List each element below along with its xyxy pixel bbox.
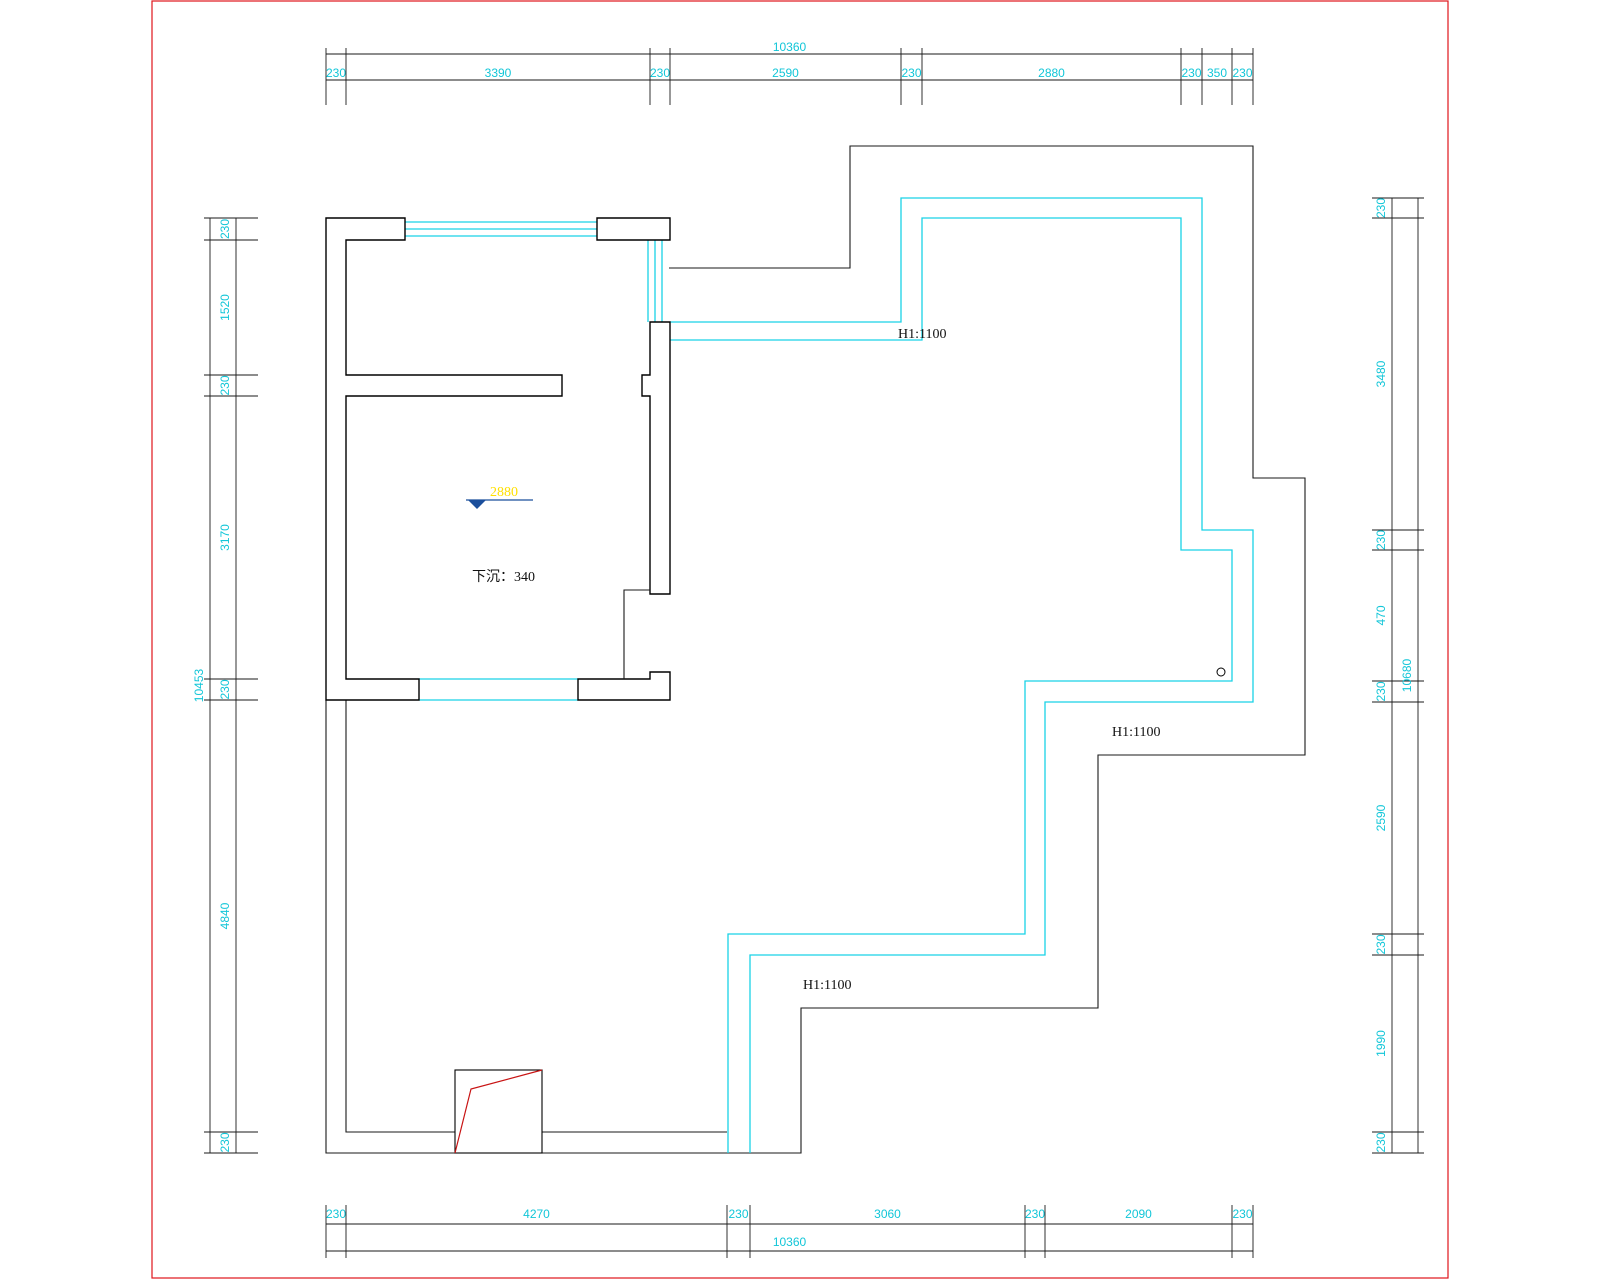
dimension-lines: 230 3390 230 2590 230 2880 230 350 230 10360 230 42… xyxy=(192,40,1424,1258)
bottom-segment-label: 3060 xyxy=(874,1207,901,1221)
bottom-segment-label: 230 xyxy=(326,1207,346,1221)
bottom-segment-label: 230 xyxy=(1025,1207,1045,1221)
top-segment-label: 230 xyxy=(650,66,670,80)
left-segment-label: 230 xyxy=(218,1132,232,1152)
west-wall xyxy=(325,217,563,701)
top-segment-label: 230 xyxy=(901,66,921,80)
south-wall-segment xyxy=(577,671,671,701)
elevation-marker: 2880 xyxy=(466,485,533,509)
top-segment-label: 230 xyxy=(1181,66,1201,80)
left-segment-label: 230 xyxy=(218,219,232,239)
right-segment-label: 230 xyxy=(1374,934,1388,954)
bottom-segment-label: 2090 xyxy=(1125,1207,1152,1221)
elevation-value: 2880 xyxy=(490,485,518,500)
railing-lines xyxy=(405,197,1254,1153)
drain-fixture xyxy=(454,1069,543,1154)
top-segment-label: 2880 xyxy=(1038,66,1065,80)
wall-recess xyxy=(623,589,650,679)
east-wall xyxy=(641,321,671,595)
window-top xyxy=(405,221,597,237)
right-overall-label: 10680 xyxy=(1400,658,1414,692)
window-bottom xyxy=(419,678,578,701)
top-segment-label: 230 xyxy=(1232,66,1252,80)
bottom-segment-label: 4270 xyxy=(523,1207,550,1221)
right-segment-label: 230 xyxy=(1374,1132,1388,1152)
building-walls xyxy=(325,217,671,701)
top-segment-label: 2590 xyxy=(772,66,799,80)
top-overall-label: 10360 xyxy=(773,40,807,54)
left-segment-label: 230 xyxy=(218,679,232,699)
railing-height-label-3: H1:1100 xyxy=(803,978,851,993)
railing-height-label-1: H1:1100 xyxy=(898,327,946,342)
north-wall-segment xyxy=(596,217,671,241)
terrace-outline xyxy=(325,145,1306,1154)
right-segment-label: 230 xyxy=(1374,681,1388,701)
floor-drain-icon xyxy=(1216,667,1226,677)
railing-height-label-2: H1:1100 xyxy=(1112,725,1160,740)
bottom-segment-label: 230 xyxy=(1232,1207,1252,1221)
bottom-segment-label: 230 xyxy=(728,1207,748,1221)
right-segment-label: 470 xyxy=(1374,605,1388,625)
top-segment-label: 3390 xyxy=(485,66,512,80)
left-segment-label: 230 xyxy=(218,375,232,395)
drawing-frame xyxy=(151,0,1449,1279)
top-segment-label: 350 xyxy=(1207,66,1227,80)
bottom-overall-label: 10360 xyxy=(773,1235,807,1249)
right-segment-label: 2590 xyxy=(1374,804,1388,831)
sunken-label: 下沉：340 xyxy=(472,569,535,585)
top-segment-label: 230 xyxy=(326,66,346,80)
left-segment-label: 3170 xyxy=(218,524,232,551)
right-segment-label: 230 xyxy=(1374,198,1388,218)
left-segment-label: 1520 xyxy=(218,294,232,321)
right-segment-label: 230 xyxy=(1374,530,1388,550)
right-segment-label: 1990 xyxy=(1374,1030,1388,1057)
right-segment-label: 3480 xyxy=(1374,360,1388,387)
left-segment-label: 4840 xyxy=(218,902,232,929)
left-overall-label: 10453 xyxy=(192,668,206,702)
